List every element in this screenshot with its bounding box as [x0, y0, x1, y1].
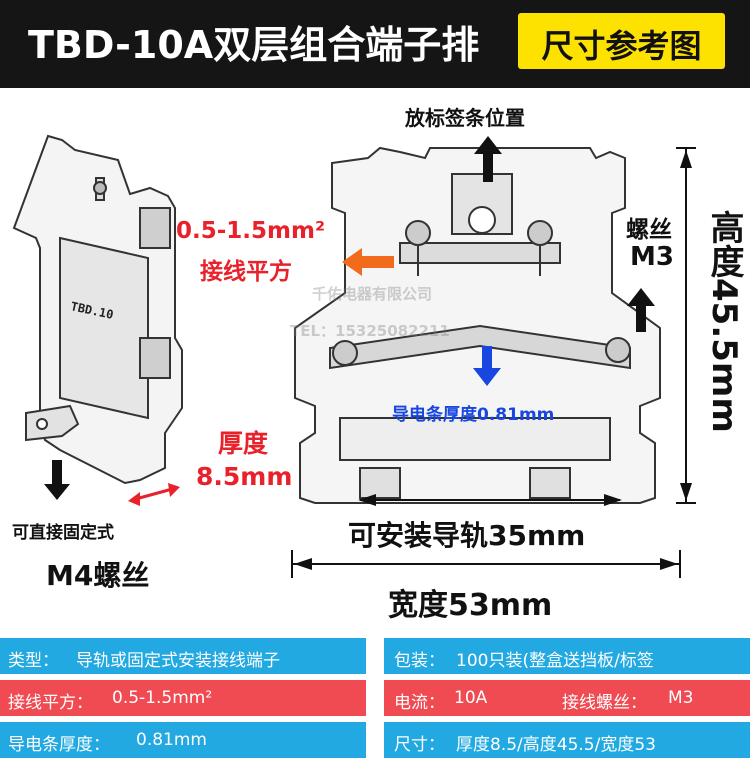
strip-thickness-label: 导电条厚度0.81mm — [392, 405, 555, 425]
side-view-terminal — [12, 134, 183, 485]
spec-strip-value: 0.81mm — [136, 730, 207, 750]
spec-size: 尺寸： 厚度8.5/高度45.5/宽度53 — [384, 722, 750, 758]
spec-current-value: 10A — [454, 688, 488, 708]
wire-area-text: 接线平方 — [200, 259, 292, 285]
rail-dimension-label: 可安装导轨35mm — [344, 514, 590, 554]
spec-current-key: 电流： — [394, 693, 445, 713]
title-banner: TBD-10A双层组合端子排 尺寸参考图 — [0, 0, 750, 88]
front-view-terminal — [294, 146, 661, 504]
spec-screw-key: 接线螺丝： — [562, 693, 647, 713]
terminal-drawing: TBD.10 — [12, 134, 696, 578]
thickness-value: 8.5mm — [196, 462, 293, 491]
size-reference-label: 尺寸参考图 — [541, 27, 702, 65]
spec-type: 类型： 导轨或固定式安装接线端子 — [0, 638, 366, 674]
spec-screw-value: M3 — [668, 688, 694, 708]
screw-value: M3 — [630, 242, 674, 272]
spec-package-value: 100只装(整盒送挡板/标签 — [456, 651, 654, 671]
label-position-text: 放标签条位置 — [405, 106, 525, 130]
wire-area-value: 0.5-1.5mm² — [176, 218, 326, 244]
height-dimension-label: 高度45.5mm — [704, 210, 744, 433]
spec-strip: 导电条厚度： 0.81mm — [0, 722, 366, 758]
spec-strip-key: 导电条厚度： — [8, 735, 110, 755]
spec-type-key: 类型： — [8, 651, 59, 671]
spec-current: 电流： 10A 接线螺丝： M3 — [384, 680, 750, 716]
spec-wire-value: 0.5-1.5mm² — [112, 688, 213, 708]
spec-wire-area: 接线平方： 0.5-1.5mm² — [0, 680, 366, 716]
dimension-diagram: TBD.10 — [0, 88, 750, 623]
spec-package: 包装： 100只装(整盒送挡板/标签 — [384, 638, 750, 674]
width-dimension-label: 宽度53mm — [388, 588, 553, 623]
screw-label: 螺丝 — [626, 217, 672, 243]
product-title: TBD-10A双层组合端子排 — [28, 23, 480, 67]
watermark-company: 千佑电器有限公司 — [312, 285, 433, 303]
size-reference-badge: 尺寸参考图 — [518, 13, 725, 69]
thickness-label: 厚度 — [218, 429, 269, 458]
spec-size-value: 厚度8.5/高度45.5/宽度53 — [456, 735, 656, 755]
spec-size-key: 尺寸： — [394, 735, 445, 755]
spec-type-value: 导轨或固定式安装接线端子 — [76, 651, 280, 671]
fix-screw: M4螺丝 — [46, 559, 150, 592]
fix-note: 可直接固定式 — [12, 523, 114, 543]
spec-package-key: 包装： — [394, 651, 445, 671]
watermark-phone: TEL：15325082211 — [290, 322, 450, 340]
spec-wire-key: 接线平方： — [8, 693, 93, 713]
